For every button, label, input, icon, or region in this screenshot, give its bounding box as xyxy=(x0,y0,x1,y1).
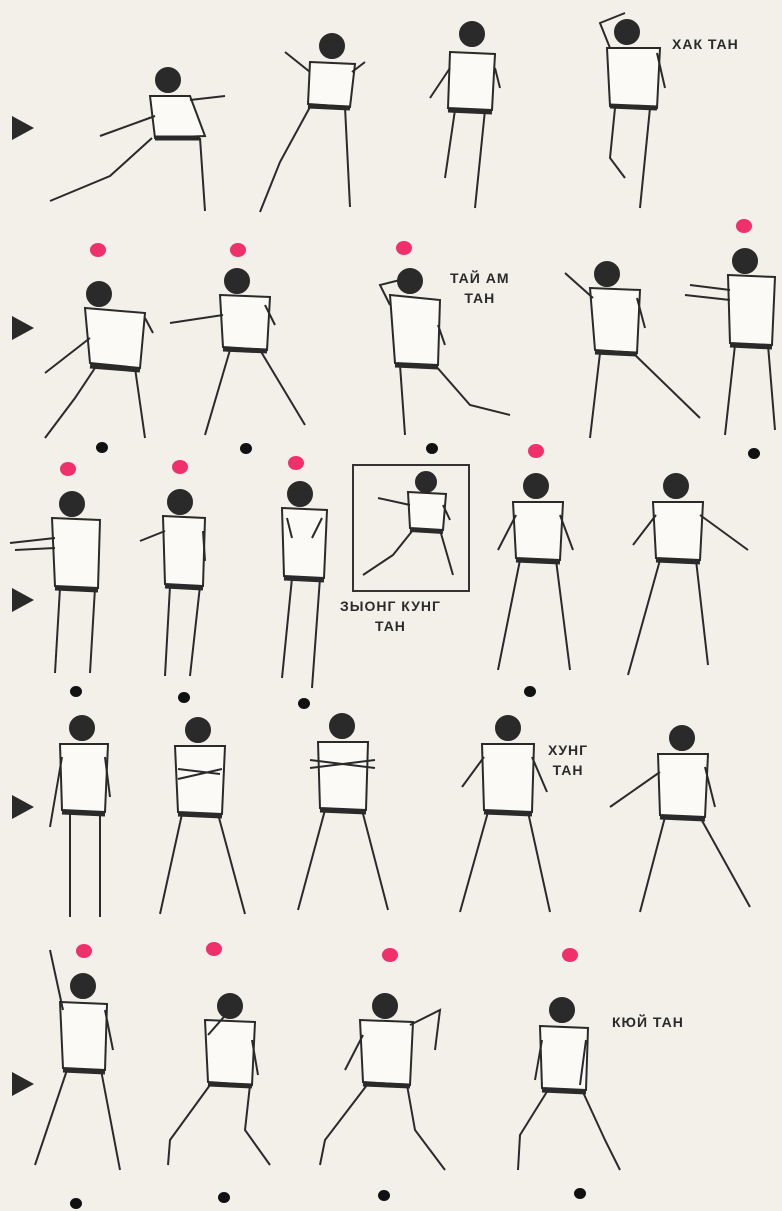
figure-row1-3 xyxy=(400,18,510,213)
start-marker-icon xyxy=(396,241,412,255)
figure-row3-inset xyxy=(358,470,462,582)
figure-row3-5 xyxy=(488,470,578,680)
start-marker-icon xyxy=(60,462,76,476)
figure-row2-2 xyxy=(165,265,315,445)
figure-row3-2 xyxy=(125,486,215,686)
label-hak-tan: ХАК ТАН xyxy=(672,34,739,54)
start-marker-icon xyxy=(382,948,398,962)
figure-row4-5 xyxy=(600,722,760,922)
row-2-arrow-icon xyxy=(12,316,34,340)
start-marker-icon xyxy=(172,460,188,474)
figure-row5-3 xyxy=(315,990,455,1175)
end-marker-icon xyxy=(298,698,310,709)
figure-row3-3 xyxy=(262,478,342,693)
figure-row1-1 xyxy=(40,66,230,216)
end-marker-icon xyxy=(574,1188,586,1199)
label-zyung-kung-tan: ЗЫОНГ КУНГ ТАН xyxy=(340,596,441,636)
end-marker-icon xyxy=(70,1198,82,1209)
figure-row1-2 xyxy=(240,32,370,217)
figure-row2-3 xyxy=(340,265,515,445)
figure-row4-4 xyxy=(452,712,562,922)
figure-row3-6 xyxy=(618,470,758,685)
figure-row2-5 xyxy=(680,245,780,440)
row-4-arrow-icon xyxy=(12,795,34,819)
end-marker-icon xyxy=(70,686,82,697)
figure-row1-4 xyxy=(585,8,675,213)
end-marker-icon xyxy=(96,442,108,453)
figure-row3-1 xyxy=(10,488,110,683)
end-marker-icon xyxy=(378,1190,390,1201)
figure-row5-1 xyxy=(25,940,135,1180)
figure-row4-3 xyxy=(290,710,400,920)
figure-row4-2 xyxy=(150,714,260,924)
start-marker-icon xyxy=(528,444,544,458)
figure-row5-2 xyxy=(160,990,280,1170)
end-marker-icon xyxy=(178,692,190,703)
end-marker-icon xyxy=(218,1192,230,1203)
end-marker-icon xyxy=(524,686,536,697)
start-marker-icon xyxy=(230,243,246,257)
start-marker-icon xyxy=(90,243,106,257)
figure-row2-1 xyxy=(35,278,165,443)
figure-row4-1 xyxy=(40,712,120,922)
row-1-arrow-icon xyxy=(12,116,34,140)
start-marker-icon xyxy=(562,948,578,962)
figure-row5-4 xyxy=(510,990,625,1175)
end-marker-icon xyxy=(748,448,760,459)
start-marker-icon xyxy=(288,456,304,470)
start-marker-icon xyxy=(736,219,752,233)
start-marker-icon xyxy=(206,942,222,956)
